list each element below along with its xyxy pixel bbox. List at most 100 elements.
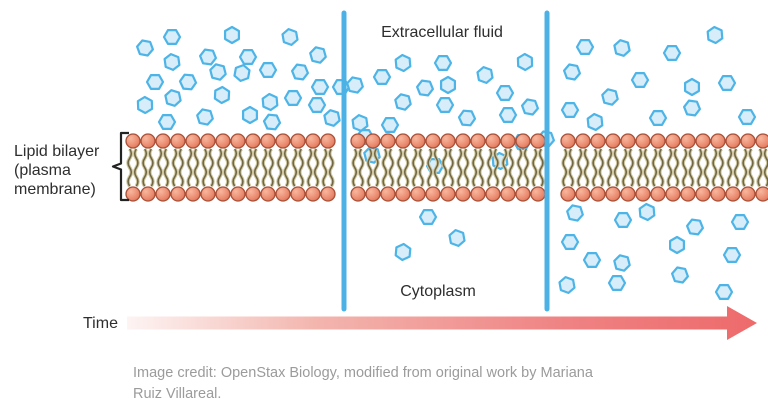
- solute-hexagon: [380, 116, 400, 133]
- solute-hexagon: [196, 108, 214, 126]
- lipid-tail: [472, 148, 478, 187]
- phospholipid-head: [365, 133, 381, 149]
- lipid-tail: [733, 148, 739, 187]
- solute-hexagon: [582, 252, 602, 268]
- solute-hexagon: [476, 65, 494, 85]
- lipid-tail: [757, 148, 763, 187]
- phospholipid-head: [620, 186, 636, 202]
- phospholipid-head: [680, 186, 696, 202]
- solute-hexagon: [136, 39, 154, 57]
- lipid-tail: [367, 148, 373, 187]
- solute-hexagon: [291, 63, 309, 81]
- phospholipid-head: [440, 133, 456, 149]
- phospholipid-head: [560, 133, 576, 149]
- phospholipid-head: [680, 133, 696, 149]
- lipid-tail: [172, 148, 178, 187]
- solute-hexagon: [601, 88, 619, 106]
- lipid-tail: [622, 148, 628, 187]
- solute-hexagon: [516, 52, 534, 72]
- membrane-brace: [111, 131, 129, 202]
- phospholipid-head: [470, 133, 486, 149]
- solute-hexagon: [440, 75, 456, 95]
- lipid-tail: [127, 148, 133, 187]
- solute-hexagon: [613, 39, 631, 57]
- lipid-tail: [232, 148, 238, 187]
- lipid-tail: [412, 148, 418, 187]
- lipid-tail: [697, 148, 703, 187]
- solute-hexagon: [163, 52, 181, 72]
- phospholipid-head: [395, 133, 411, 149]
- image-credit-line2: Ruiz Villareal.: [133, 386, 221, 402]
- lipid-tail: [307, 148, 313, 187]
- solute-hexagon: [448, 229, 466, 247]
- phospholipid-head: [455, 186, 471, 202]
- phospholipid-head: [320, 133, 336, 149]
- lipid-tail: [562, 148, 568, 187]
- lipid-tail: [223, 148, 229, 187]
- lipid-tail: [268, 148, 274, 187]
- phospholipid-head: [635, 186, 651, 202]
- lipid-tail: [397, 148, 403, 187]
- solute-hexagon: [145, 73, 165, 91]
- phospholipid-head: [365, 186, 381, 202]
- lipid-tail: [157, 148, 163, 187]
- brace-path: [111, 131, 129, 202]
- lipid-tail: [178, 148, 184, 187]
- solute-hexagon: [562, 63, 582, 81]
- lipid-tail: [208, 148, 214, 187]
- phospholipid-head: [185, 133, 201, 149]
- lipid-tail: [403, 148, 409, 187]
- phospholipid-head: [170, 133, 186, 149]
- lipid-tail: [688, 148, 694, 187]
- lipid-tail: [292, 148, 298, 187]
- phospholipid-head: [245, 133, 261, 149]
- phospholipid-head: [560, 186, 576, 202]
- phospholipid-head: [215, 133, 231, 149]
- lipid-tail: [667, 148, 673, 187]
- lipid-tail: [703, 148, 709, 187]
- phospholipid-head: [500, 186, 516, 202]
- solute-hexagon: [607, 275, 627, 291]
- phospholipid-head: [515, 133, 531, 149]
- phospholipid-head: [350, 133, 366, 149]
- image-credit-line1: Image credit: OpenStax Biology, modified…: [133, 365, 594, 381]
- lipid-tail: [577, 148, 583, 187]
- phospholipid-head: [530, 133, 546, 149]
- phospholipid-head: [695, 186, 711, 202]
- lipid-tail: [448, 148, 454, 187]
- lipid-bilayer-label-line2: (plasma: [14, 162, 71, 179]
- solute-hexagon: [575, 38, 595, 56]
- lipid-tail: [322, 148, 328, 187]
- solute-hexagon: [714, 284, 734, 300]
- phospholipid-head: [500, 133, 516, 149]
- solute-hexagon: [433, 54, 453, 72]
- solute-hexagon: [683, 77, 701, 97]
- solute-hexagon: [394, 93, 412, 111]
- lipid-tail: [523, 148, 529, 187]
- solute-hexagon: [242, 105, 258, 125]
- solute-hexagon: [685, 218, 705, 236]
- lipid-tail: [298, 148, 304, 187]
- solute-hexagon: [233, 63, 251, 83]
- lipid-tail: [277, 148, 283, 187]
- solute-hexagon: [613, 212, 633, 228]
- phospholipid-head: [470, 186, 486, 202]
- phospholipid-head: [725, 186, 741, 202]
- phospholipid-head: [125, 186, 141, 202]
- solute-hexagon: [730, 214, 750, 230]
- phospholipid-head: [635, 133, 651, 149]
- solute-hexagon: [435, 96, 455, 114]
- lipid-tail: [313, 148, 319, 187]
- extracellular-fluid-label: Extracellular fluid: [381, 24, 503, 41]
- solute-hexagon: [722, 247, 742, 263]
- lipid-tail: [487, 148, 493, 187]
- phospholipid-head: [305, 133, 321, 149]
- lipid-tail: [202, 148, 208, 187]
- phospholipid-head: [380, 133, 396, 149]
- solute-hexagon: [648, 109, 668, 127]
- phospholipid-head: [230, 186, 246, 202]
- solute-hexagon: [331, 78, 351, 96]
- phospholipid-head: [650, 186, 666, 202]
